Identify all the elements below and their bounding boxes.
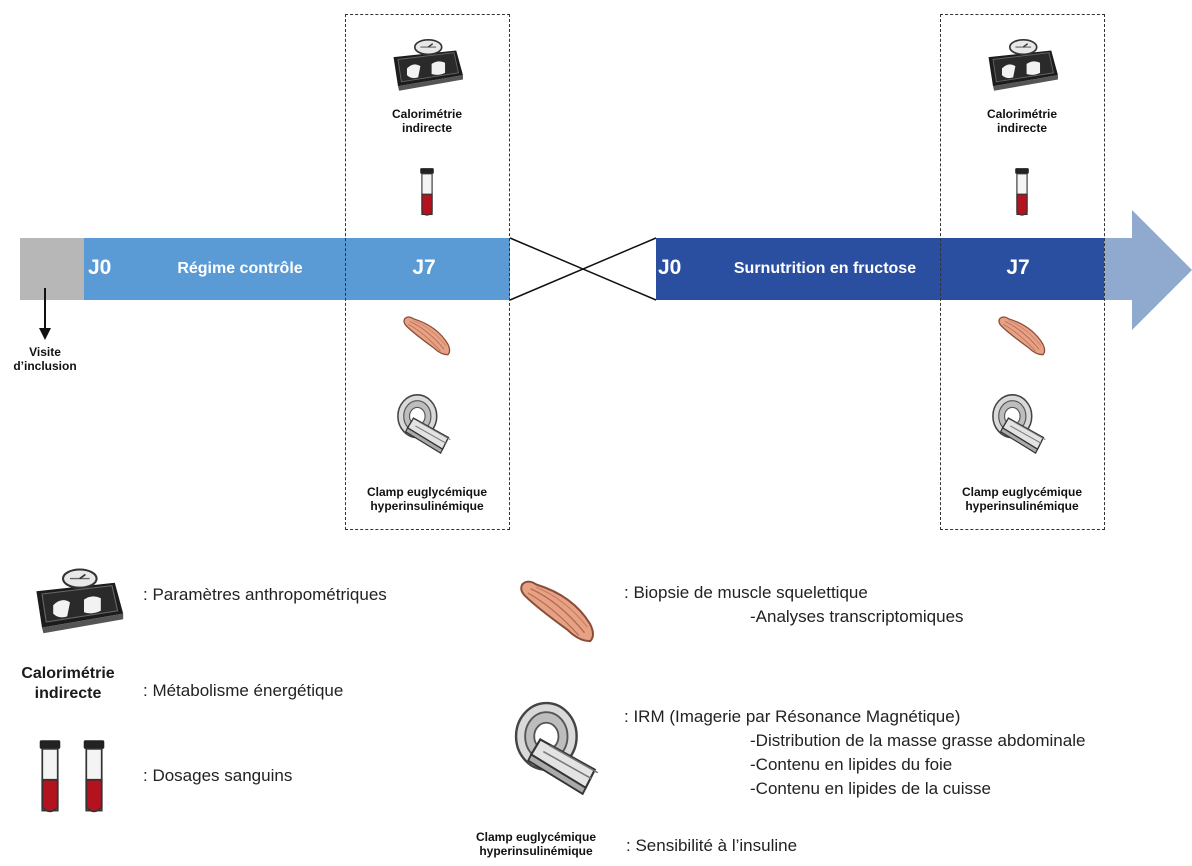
legend-calorimetry-text: : Métabolisme énergétique — [143, 681, 344, 700]
mri-icon — [394, 389, 462, 457]
legend-clamp-text: : Sensibilité à l’insuline — [626, 836, 798, 855]
inclusion-label: Visite d’inclusion — [13, 345, 77, 373]
scale-icon — [386, 37, 466, 93]
blood-tube-icon — [419, 167, 435, 219]
legend-blood-text: : Dosages sanguins — [143, 766, 293, 785]
legend-clamp-label: Clamp euglycémique hyperinsulinémique — [475, 830, 597, 858]
inclusion-block — [20, 238, 84, 300]
phase2-bar — [656, 238, 1132, 300]
legend-muscle-icon — [516, 576, 602, 644]
legend-blood-tube-icon — [38, 738, 62, 818]
legend-muscle-title: : Biopsie de muscle squelettique — [624, 583, 868, 602]
legend-calorimetry-label: Calorimétrie indirecte — [21, 665, 115, 702]
legend-mri-title: : IRM (Imagerie par Résonance Magnétique… — [624, 707, 961, 726]
legend-muscle-sub: -Analyses transcriptomiques — [750, 607, 964, 626]
phase2-start-label: J0 — [658, 256, 682, 279]
legend-mri-item: -Contenu en lipides de la cuisse — [750, 779, 991, 798]
phase1-start-label: J0 — [88, 256, 112, 279]
phase1-label: Régime contrôle — [177, 260, 303, 277]
measure-box-j7-fructose: Calorimétrie indirecte Clamp euglycémiqu… — [940, 14, 1105, 530]
muscle-icon — [401, 313, 455, 357]
phase2-end-label: J7 — [1006, 256, 1030, 279]
blood-tube-icon — [1014, 167, 1030, 219]
calorimetry-label: Calorimétrie indirecte — [391, 107, 463, 135]
legend-scale-text: : Paramètres anthropométriques — [143, 585, 387, 604]
mri-icon — [989, 389, 1057, 457]
legend-mri-item: -Contenu en lipides du foie — [750, 755, 953, 774]
legend-blood-tube-icon — [82, 738, 106, 818]
calorimetry-label: Calorimétrie indirecte — [986, 107, 1058, 135]
scale-icon — [981, 37, 1061, 93]
crossover-line — [509, 237, 657, 301]
clamp-label: Clamp euglycémique hyperinsulinémique — [961, 485, 1083, 513]
legend-mri-icon — [510, 694, 616, 800]
phase2-label: Surnutrition en fructose — [733, 260, 917, 277]
timeline-diagram — [20, 210, 1192, 340]
phase1-end-label: J7 — [412, 256, 436, 279]
clamp-label: Clamp euglycémique hyperinsulinémique — [366, 485, 488, 513]
measure-box-j7-control: Calorimétrie indirecte Clamp euglycémiqu… — [345, 14, 510, 530]
phase1-bar — [84, 238, 510, 300]
legend-scale-icon — [22, 566, 132, 636]
muscle-icon — [996, 313, 1050, 357]
legend-mri-item: -Distribution de la masse grasse abdomin… — [750, 731, 1086, 750]
